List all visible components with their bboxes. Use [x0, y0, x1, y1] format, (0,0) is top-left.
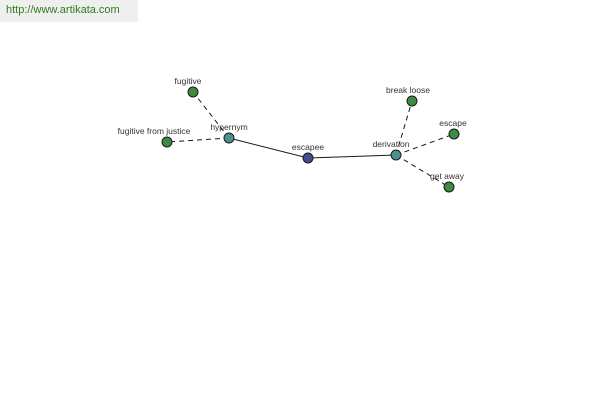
graph-nodes: escapee hypernym derivation fugitive fugitiv…	[118, 76, 467, 193]
node-label-break-loose[interactable]: break loose	[386, 85, 430, 95]
node-label-get-away[interactable]: get away	[430, 171, 465, 181]
node-dot-escapee[interactable]	[302, 152, 314, 164]
edge-escapee-hypernym	[228, 137, 309, 159]
node-dot-escape[interactable]	[448, 128, 460, 140]
node-escape[interactable]: escape	[439, 118, 467, 140]
node-fugitive-from-justice[interactable]: fugitive from justice	[118, 126, 191, 148]
node-get-away[interactable]: get away	[430, 171, 465, 193]
node-label-escape[interactable]: escape	[439, 118, 467, 128]
node-break-loose[interactable]: break loose	[386, 85, 430, 107]
graph-edges	[166, 91, 455, 188]
node-hypernym[interactable]: hypernym	[210, 122, 248, 144]
node-derivation[interactable]: derivation	[373, 139, 410, 161]
source-url-link[interactable]: http://www.artikata.com	[6, 4, 120, 16]
node-dot-hypernym[interactable]	[223, 132, 235, 144]
edge-derivation-break-loose	[395, 100, 413, 156]
edge-escapee-derivation	[307, 154, 397, 159]
node-label-derivation[interactable]: derivation	[373, 139, 410, 149]
node-dot-derivation[interactable]	[390, 149, 402, 161]
node-dot-fugitive[interactable]	[187, 86, 199, 98]
node-dot-fugitive-from-justice[interactable]	[161, 136, 173, 148]
edge-hypernym-fugitive	[192, 91, 230, 139]
node-fugitive[interactable]: fugitive	[175, 76, 202, 98]
node-label-fugitive[interactable]: fugitive	[175, 76, 202, 86]
node-label-hypernym[interactable]: hypernym	[210, 122, 247, 132]
node-dot-break-loose[interactable]	[406, 95, 418, 107]
node-escapee[interactable]: escapee	[292, 142, 324, 164]
edge-derivation-escape	[395, 133, 455, 156]
source-bar: http://www.artikata.com	[0, 0, 138, 22]
node-label-fugitive-from-justice[interactable]: fugitive from justice	[118, 126, 191, 136]
node-label-escapee[interactable]: escapee	[292, 142, 324, 152]
node-dot-get-away[interactable]	[443, 181, 455, 193]
edge-hypernym-fugitive-from-justice	[166, 137, 230, 143]
edge-derivation-get-away	[395, 154, 450, 188]
